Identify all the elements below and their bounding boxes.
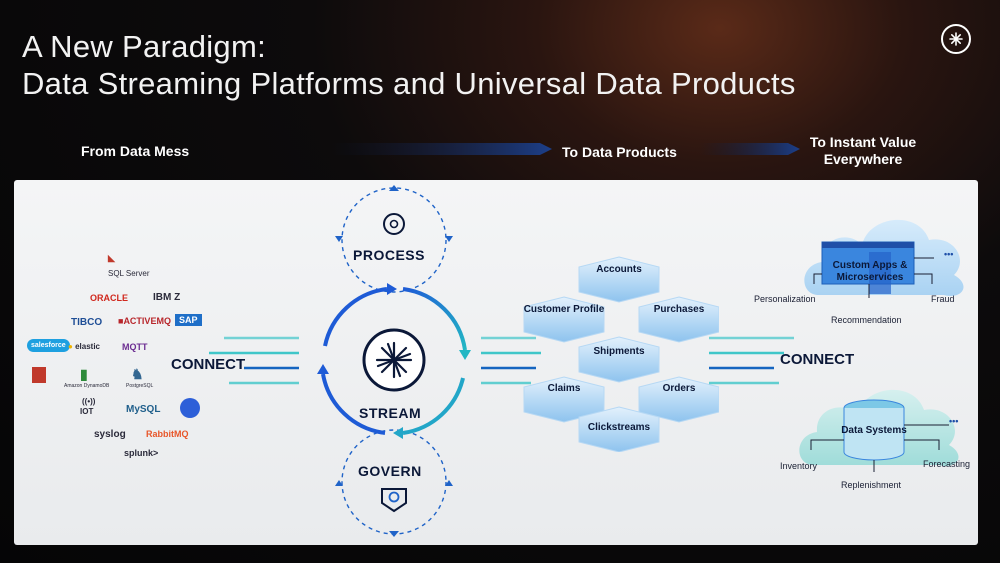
title-line-2: Data Streaming Platforms and Universal D… — [22, 66, 796, 101]
phase-from-data-mess: From Data Mess — [81, 143, 190, 159]
source-iot: IOT — [80, 407, 94, 416]
title-line-1: A New Paradigm: — [22, 29, 266, 64]
source-oracle: ORACLE — [90, 293, 128, 303]
apps-box-label: Custom Apps & Microservices — [832, 260, 908, 283]
product-orders: Orders — [662, 383, 696, 394]
product-customer-profile: Customer Profile — [523, 304, 605, 315]
source-rabbitmq: RabbitMQ — [146, 429, 189, 439]
diagram-panel: ◣ SQL Server ORACLE IBM Z TIBCO ■ACTIVEM… — [14, 180, 978, 545]
connect-right-lines — [709, 336, 794, 385]
source-sap: SAP — [175, 314, 202, 326]
dest-personalization: Personalization — [754, 294, 816, 304]
dest-recommendation: Recommendation — [831, 315, 902, 325]
connect-right-label: CONNECT — [780, 351, 855, 368]
phase-arrow-1 — [330, 143, 552, 155]
stream-to-products-lines — [481, 336, 541, 385]
phase-arrow-2 — [700, 143, 800, 155]
dest-inventory: Inventory — [780, 461, 818, 471]
source-sql-server: SQL Server — [108, 269, 150, 278]
source-syslog: syslog — [94, 429, 126, 440]
product-accounts: Accounts — [596, 264, 642, 275]
product-purchases: Purchases — [653, 304, 705, 315]
connect-left-lines — [209, 336, 299, 385]
sql-server-icon: ◣ — [108, 253, 115, 263]
postgres-icon: ♞ — [131, 366, 144, 382]
stream-diagram — [317, 185, 471, 537]
source-tibco: TIBCO — [71, 317, 103, 328]
source-splunk: splunk> — [124, 448, 159, 458]
source-ibm-z: IBM Z — [153, 292, 181, 303]
confluent-logo-icon — [941, 24, 971, 54]
dest-fraud: Fraud — [931, 294, 955, 304]
apps-cloud — [804, 219, 964, 298]
aws-icon — [32, 367, 46, 383]
data-products-hexes — [523, 256, 719, 452]
connect-left-label: CONNECT — [171, 356, 246, 373]
source-elastic: ● elastic — [68, 342, 100, 351]
dynamodb-icon: ▮ — [80, 366, 88, 382]
kinesis-icon — [180, 398, 200, 418]
source-activemq: ■ACTIVEMQ — [118, 316, 171, 326]
slide-title: A New Paradigm: Data Streaming Platforms… — [22, 28, 796, 102]
iot-wifi-icon: ((•)) — [82, 397, 96, 406]
stream-label: STREAM — [359, 405, 422, 421]
dest-replenishment: Replenishment — [841, 480, 902, 490]
data-more-icon: ••• — [949, 416, 959, 426]
dest-forecasting: Forecasting — [923, 459, 971, 469]
source-postgres: PostgreSQL — [126, 383, 154, 389]
data-systems-label: Data Systems — [841, 425, 907, 436]
data-cloud — [799, 389, 959, 472]
source-mqtt: MQTT — [122, 342, 148, 352]
apps-more-icon: ••• — [944, 249, 954, 259]
product-shipments: Shipments — [593, 346, 645, 357]
source-dynamodb: Amazon DynamoDB — [64, 383, 110, 389]
govern-label: GOVERN — [358, 463, 422, 479]
source-mysql: MySQL — [126, 404, 161, 415]
phase-to-data-products: To Data Products — [562, 144, 677, 160]
phase-to-instant-value: To Instant Value Everywhere — [809, 134, 917, 167]
product-clickstreams: Clickstreams — [587, 422, 651, 433]
source-salesforce: salesforce — [27, 339, 70, 352]
product-claims: Claims — [547, 383, 581, 394]
process-label: PROCESS — [353, 247, 425, 263]
